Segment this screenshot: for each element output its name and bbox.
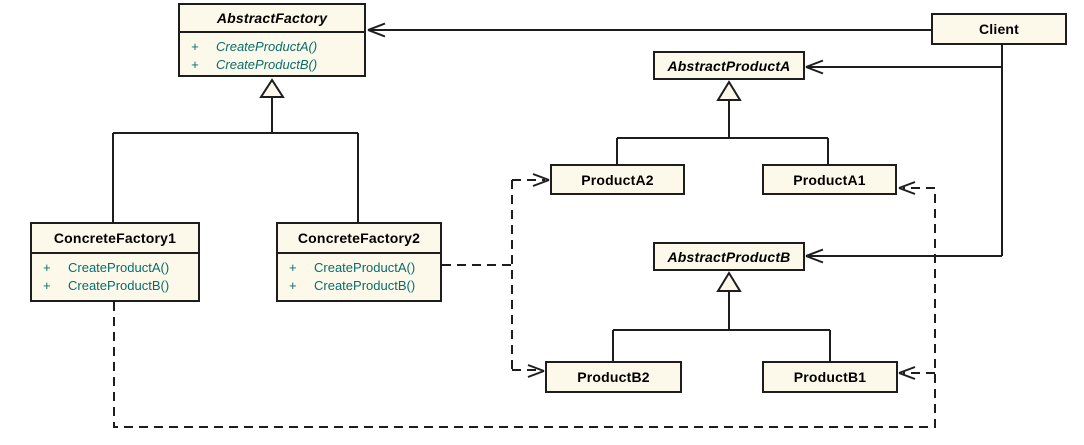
- class-product-b1[interactable]: ProductB1: [762, 361, 898, 393]
- class-client[interactable]: Client: [931, 13, 1067, 45]
- method-row: + CreateProductB(): [289, 277, 440, 295]
- generalization-factories: [112, 78, 359, 222]
- class-product-a1[interactable]: ProductA1: [762, 164, 897, 195]
- association-client-abstractproductb: [805, 248, 1002, 264]
- class-product-a2[interactable]: ProductA2: [550, 164, 685, 195]
- method-signature: CreateProductA(): [216, 39, 318, 54]
- class-abstract-factory[interactable]: AbstractFactory + CreateProductA() + Cre…: [178, 3, 366, 77]
- dependency-concretefactory1: [113, 181, 936, 428]
- class-title: ConcreteFactory2: [278, 224, 440, 254]
- method-visibility: +: [289, 278, 297, 293]
- class-abstract-product-b[interactable]: AbstractProductB: [653, 242, 805, 271]
- method-visibility: +: [289, 260, 297, 275]
- association-client-abstractfactory: [367, 22, 931, 38]
- class-title: ProductA1: [793, 171, 866, 188]
- method-signature: CreateProductB(): [216, 57, 318, 72]
- method-row: + CreateProductA(): [191, 38, 364, 56]
- dependency-concretefactory2: [442, 173, 550, 378]
- class-abstract-product-a[interactable]: AbstractProductA: [653, 51, 805, 80]
- class-title: ProductB1: [793, 369, 867, 385]
- class-title: ProductA2: [581, 171, 654, 188]
- class-concrete-factory2[interactable]: ConcreteFactory2 + CreateProductA() + Cr…: [276, 222, 442, 302]
- class-title: AbstractProductA: [667, 57, 791, 74]
- class-methods: + CreateProductA() + CreateProductB(): [278, 254, 440, 295]
- class-title: AbstractProductB: [667, 248, 791, 265]
- method-visibility: +: [191, 39, 199, 54]
- class-product-b2[interactable]: ProductB2: [545, 361, 682, 393]
- method-signature: CreateProductB(): [314, 278, 416, 293]
- method-visibility: +: [43, 278, 51, 293]
- class-title: Client: [978, 21, 1020, 37]
- method-row: + CreateProductA(): [289, 259, 440, 277]
- method-signature: CreateProductA(): [68, 260, 170, 275]
- class-title: AbstractFactory: [180, 5, 364, 33]
- method-signature: CreateProductA(): [314, 260, 416, 275]
- class-methods: + CreateProductA() + CreateProductB(): [180, 33, 364, 74]
- method-row: + CreateProductB(): [191, 56, 364, 74]
- class-title: ConcreteFactory1: [32, 224, 198, 254]
- generalization-products-a: [616, 80, 829, 164]
- class-concrete-factory1[interactable]: ConcreteFactory1 + CreateProductA() + Cr…: [30, 222, 200, 302]
- class-methods: + CreateProductA() + CreateProductB(): [32, 254, 198, 295]
- method-row: + CreateProductB(): [43, 277, 198, 295]
- generalization-products-b: [612, 271, 831, 361]
- method-signature: CreateProductB(): [68, 278, 170, 293]
- method-visibility: +: [191, 57, 199, 72]
- method-row: + CreateProductA(): [43, 259, 198, 277]
- association-client-abstractproducta: [805, 59, 1002, 75]
- method-visibility: +: [43, 260, 51, 275]
- class-title: ProductB2: [577, 369, 650, 385]
